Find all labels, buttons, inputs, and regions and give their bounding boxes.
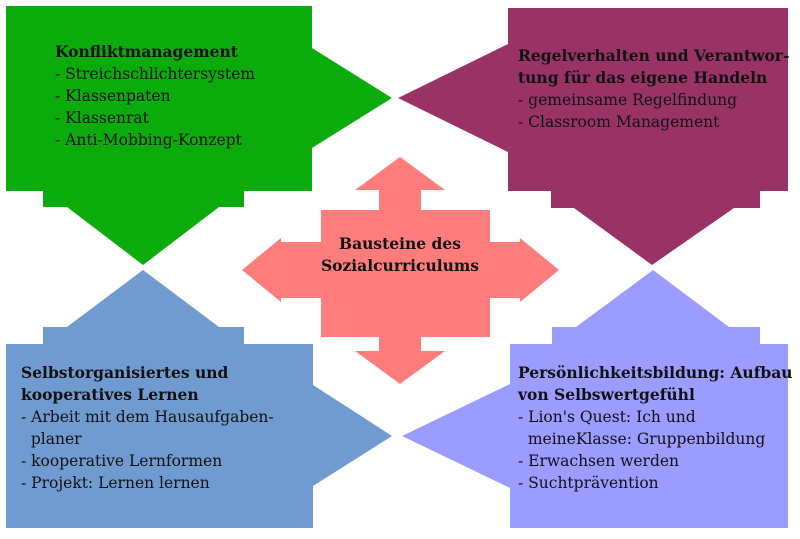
selbstorganisiert-box: Selbstorganisiertes und kooperatives Ler… [21,362,274,494]
selbstorganisiert-title-line1: Selbstorganisiertes und [21,363,229,382]
list-item: - Streichschlichtersystem [55,65,255,83]
list-item: - Klassenrat [55,109,149,127]
list-item: - Projekt: Lernen lernen [21,474,210,492]
konfliktmanagement-box: Konfliktmanagement - Streichschlichtersy… [55,41,255,151]
regelverhalten-arrow-shape [398,8,788,265]
regelverhalten-title-line2: tung für das eigene Handeln [518,68,768,87]
list-item: - Classroom Management [518,113,720,131]
regelverhalten-title-line1: Regelverhalten und Verantwor- [518,46,790,65]
center-label-line1: Bausteine des [338,234,461,253]
persoenlichkeit-arrow-shape [402,270,788,528]
persoenlichkeit-title-line1: Persönlichkeitsbildung: Aufbau [518,363,793,382]
list-item: - kooperative Lernformen [21,452,223,470]
center-four-way-arrow [242,157,559,384]
list-item: - Arbeit mit dem Hausaufgaben- [21,408,274,426]
list-item: - Erwachsen werden [518,452,680,470]
list-item: - Anti-Mobbing-Konzept [55,131,242,149]
list-item: - Lion's Quest: Ich und [518,408,696,426]
list-item: - gemeinsame Regelfindung [518,91,738,109]
konfliktmanagement-title: Konfliktmanagement [55,42,238,61]
konflikt-arrow-shape [6,6,392,265]
persoenlichkeit-box: Persönlichkeitsbildung: Aufbau von Selbs… [518,362,793,494]
persoenlichkeit-title-line2: von Selbswertgefühl [518,385,695,404]
list-item: - Suchtprävention [518,474,659,492]
selbstorganisiert-title-line2: kooperatives Lernen [21,385,199,404]
center-label: Bausteine des Sozialcurriculums [300,233,500,277]
list-item: - Klassenpaten [55,87,171,105]
center-label-line2: Sozialcurriculums [320,256,480,275]
selbstorganisiert-arrow-shape [6,270,392,528]
list-item: meineKlasse: Gruppenbildung [518,430,766,448]
list-item: planer [21,430,82,448]
regelverhalten-box: Regelverhalten und Verantwor- tung für d… [518,45,789,133]
